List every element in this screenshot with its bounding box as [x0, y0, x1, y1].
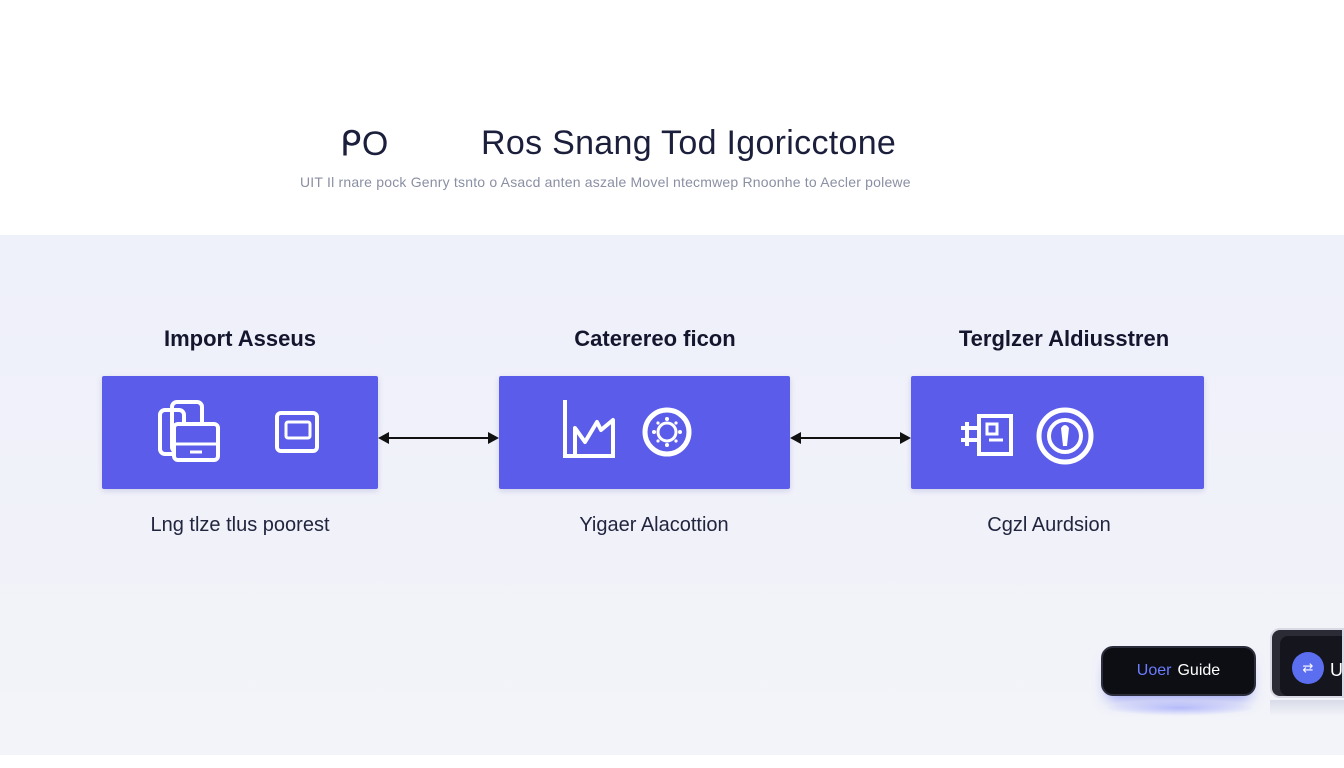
title-row: ᑭO Ros Snang Tod Igoricctone: [0, 124, 1344, 168]
step-2-caption: Yigaer Alacottion: [579, 514, 729, 536]
audio-circle-icon: [1036, 407, 1094, 465]
guide-button-glow: [1104, 700, 1256, 716]
step-1-title: Import Asseus: [163, 326, 316, 351]
title-left-fragment: ᑭO: [340, 125, 389, 163]
settings-circle-icon: [642, 407, 692, 457]
side-widget-shadow: [1270, 700, 1344, 716]
header: ᑭO Ros Snang Tod Igoricctone UIT Il rnar…: [0, 0, 1344, 235]
page-title: Ros Snang Tod Igoricctone: [481, 124, 897, 162]
frame-icon: [275, 411, 319, 453]
step-3-title: Terglzer Aldiusstren: [958, 326, 1170, 351]
double-arrow-icon: [790, 432, 911, 444]
user-guide-button[interactable]: Uoer Guide: [1101, 646, 1256, 696]
step-2-title: Caterereo ficon: [574, 326, 736, 351]
step-1-card[interactable]: [102, 376, 378, 489]
chart-icon: [563, 400, 615, 458]
user-guide-label-part1: Uoer: [1136, 662, 1172, 679]
folder-icon: [158, 400, 220, 462]
footer-strip: [0, 755, 1344, 768]
double-arrow-icon: [378, 432, 499, 444]
step-2-card[interactable]: [499, 376, 790, 489]
user-guide-label-part2: Guide: [1177, 662, 1221, 679]
assistant-icon[interactable]: ⇄: [1292, 652, 1324, 684]
network-icon: [961, 414, 1013, 456]
step-3-card[interactable]: [911, 376, 1204, 489]
page-subtitle: UIT Il rnare pock Genry tsnto o Asacd an…: [300, 174, 911, 190]
side-help-widget[interactable]: ⇄ U: [1270, 628, 1344, 698]
step-3-caption: Cgzl Aurdsion: [987, 514, 1111, 536]
step-1-caption: Lng tlze tlus poorest: [150, 514, 330, 536]
side-widget-label: U: [1330, 660, 1343, 680]
